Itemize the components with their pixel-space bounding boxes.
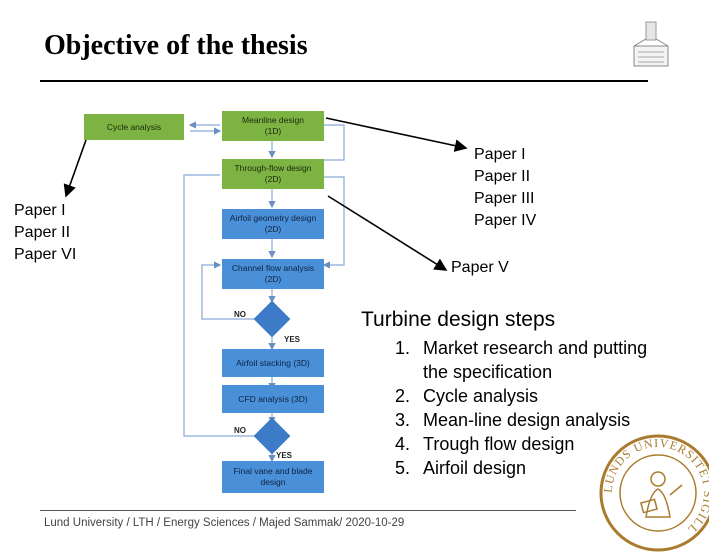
right-paper-4: Paper IV (474, 212, 537, 229)
left-paper-1: Paper I (14, 202, 66, 219)
step-number: 5. (395, 458, 411, 478)
step-text-cont: the specification (423, 362, 553, 382)
step-number: 4. (395, 434, 411, 454)
cfd-analysis-box: CFD analysis (3D) (222, 385, 324, 413)
library-book-icon (633, 21, 669, 67)
channel-flow-label: Channel flow analysis (231, 263, 315, 273)
step-text: Airfoil design (423, 458, 527, 478)
meanline-design-label: Meanline design (242, 115, 304, 125)
step-number: 3. (395, 410, 411, 430)
meanline-design-dim: (1D) (264, 126, 282, 136)
university-seal-icon: LUNDS UNIVERSITET SIGILL (599, 434, 709, 552)
through-flow-label: Through-flow design (234, 163, 312, 173)
step-item: 4. Trough flow design (395, 432, 647, 456)
step-item: 2. Cycle analysis (395, 384, 647, 408)
left-papers-list: Paper I Paper II Paper VI (14, 200, 76, 266)
design-flowchart: Cycle analysis Meanline design (1D) Thro… (80, 105, 360, 500)
svg-text:LUNDS UNIVERSITET SIGILL: LUNDS UNIVERSITET SIGILL (601, 436, 709, 538)
cycle-analysis-label: Cycle analysis (106, 121, 162, 132)
airfoil-geometry-design-box: Airfoil geometry design (2D) (222, 209, 324, 239)
cfd-analysis-label: CFD analysis (3D) (238, 393, 308, 404)
left-paper-2: Paper II (14, 224, 71, 241)
paper-v-label: Paper V (451, 259, 509, 276)
step-number: 2. (395, 386, 411, 406)
step-item: 3. Mean-line design analysis (395, 408, 647, 432)
airfoil-stacking-box: Airfoil stacking (3D) (222, 349, 324, 377)
step-text: Trough flow design (423, 434, 575, 454)
right-paper-3: Paper III (474, 190, 535, 207)
title-divider (40, 80, 648, 82)
through-flow-dim: (2D) (264, 174, 282, 184)
footer-divider (40, 510, 576, 511)
channel-flow-dim: (2D) (264, 274, 282, 284)
steps-heading: Turbine design steps (361, 308, 556, 331)
decision-2-yes: YES (276, 451, 293, 460)
step-number: 1. (395, 338, 411, 358)
step-text: Mean-line design analysis (423, 410, 631, 430)
right-paper-1: Paper I (474, 146, 526, 163)
step-item: 5. Airfoil design (395, 456, 647, 480)
design-steps-list: 1. Market research and putting the speci… (395, 336, 647, 480)
step-text: Cycle analysis (423, 386, 539, 406)
final-design-label-2: design (260, 477, 286, 487)
final-design-box: Final vane and blade design (222, 461, 324, 493)
decision-1-yes: YES (284, 335, 301, 344)
slide-title: Objective of the thesis (44, 30, 308, 61)
meanline-design-box: Meanline design (1D) (222, 111, 324, 141)
airfoil-geometry-label: Airfoil geometry design (229, 213, 317, 223)
channel-flow-analysis-box: Channel flow analysis (2D) (222, 259, 324, 289)
decision-1-no: NO (234, 310, 246, 319)
left-paper-3: Paper VI (14, 246, 77, 263)
seal-text: LUNDS UNIVERSITET SIGILL (601, 436, 709, 538)
step-item: 1. Market research and putting the speci… (395, 336, 647, 384)
airfoil-geometry-dim: (2D) (264, 224, 282, 234)
right-papers-list: Paper I Paper II Paper III Paper IV (474, 144, 536, 232)
through-flow-design-box: Through-flow design (2D) (222, 159, 324, 189)
footer-text: Lund University / LTH / Energy Sciences … (44, 517, 405, 529)
step-text: Market research and putting (423, 338, 648, 358)
final-design-label-1: Final vane and blade (233, 466, 313, 476)
cycle-analysis-box: Cycle analysis (84, 114, 184, 140)
airfoil-stacking-label: Airfoil stacking (3D) (236, 357, 310, 368)
right-paper-2: Paper II (474, 168, 531, 185)
decision-2-no: NO (234, 426, 246, 435)
